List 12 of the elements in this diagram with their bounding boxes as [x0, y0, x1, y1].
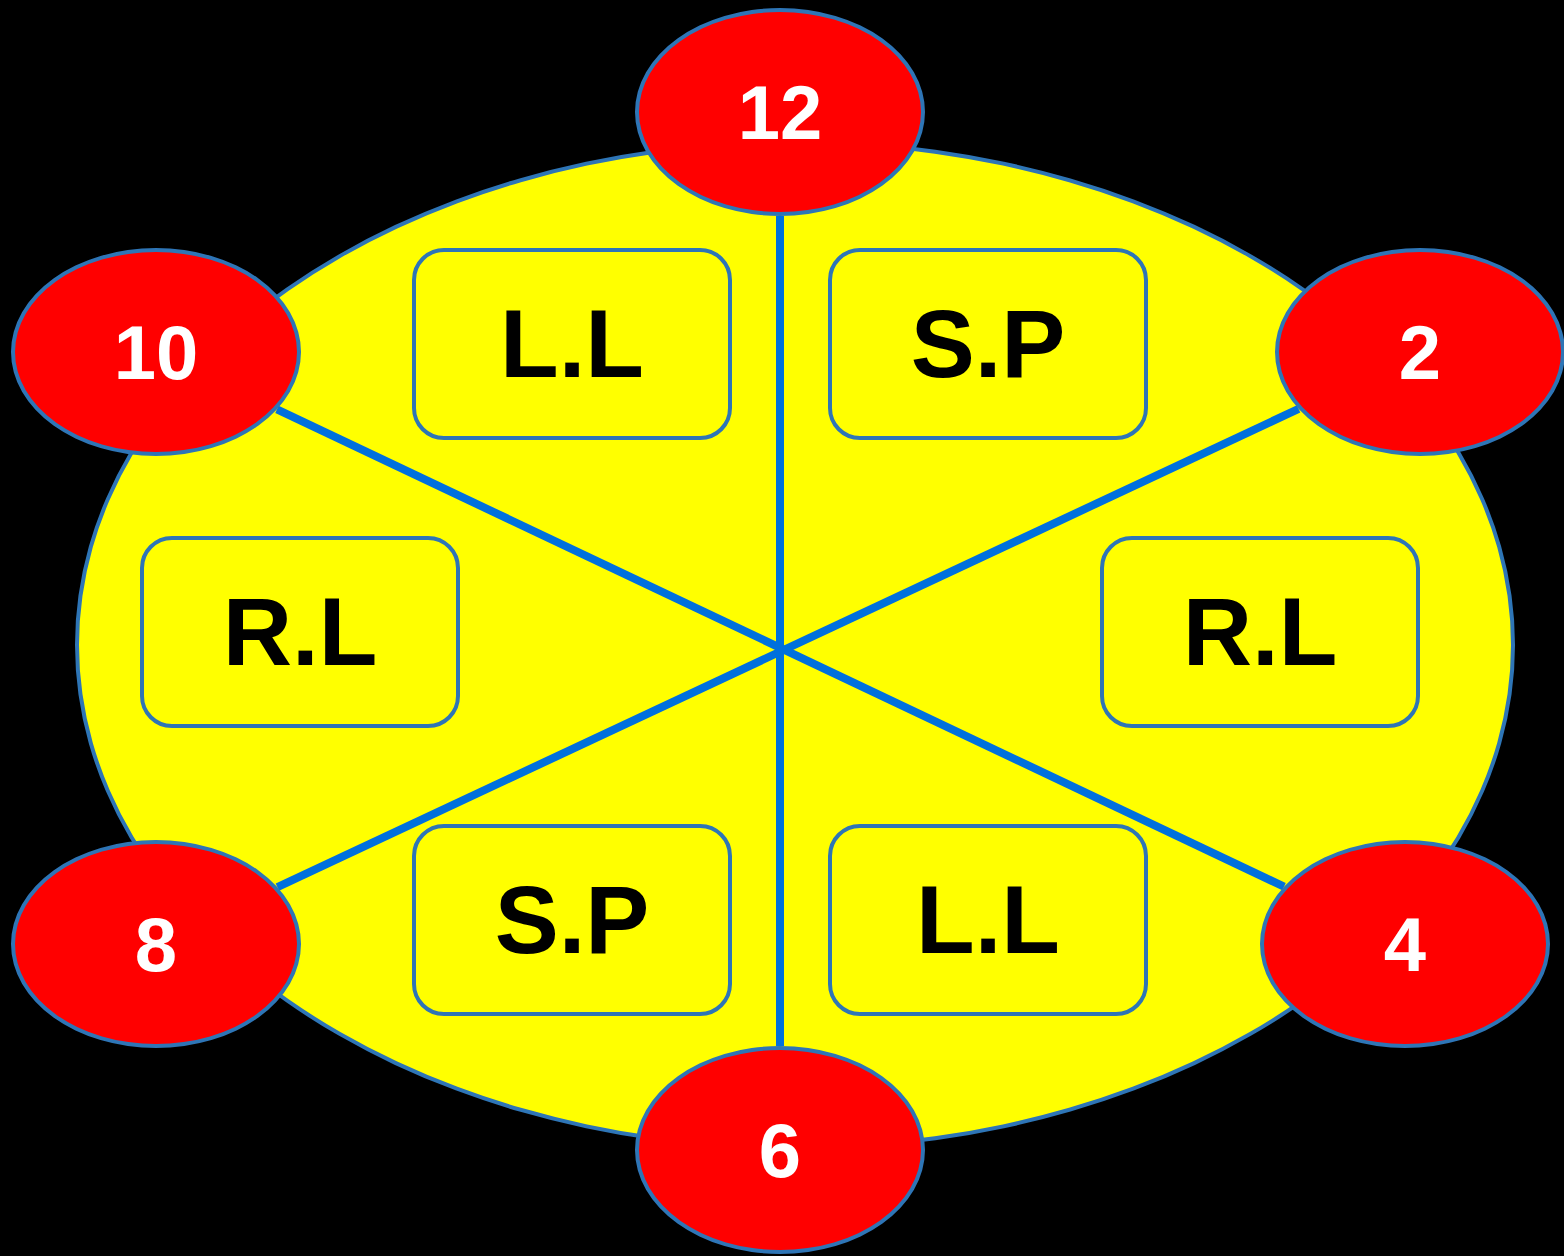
label-box: S.P — [828, 248, 1148, 440]
label-box: S.P — [412, 824, 732, 1016]
label-box: R.L — [140, 536, 460, 728]
label-box: R.L — [1100, 536, 1420, 728]
connector-line — [776, 216, 784, 1046]
number-oval: 4 — [1260, 840, 1550, 1048]
label-box: L.L — [412, 248, 732, 440]
number-oval: 10 — [11, 248, 301, 456]
number-oval: 8 — [11, 840, 301, 1048]
label-box: L.L — [828, 824, 1148, 1016]
number-oval: 2 — [1275, 248, 1564, 456]
number-oval: 12 — [635, 8, 925, 216]
